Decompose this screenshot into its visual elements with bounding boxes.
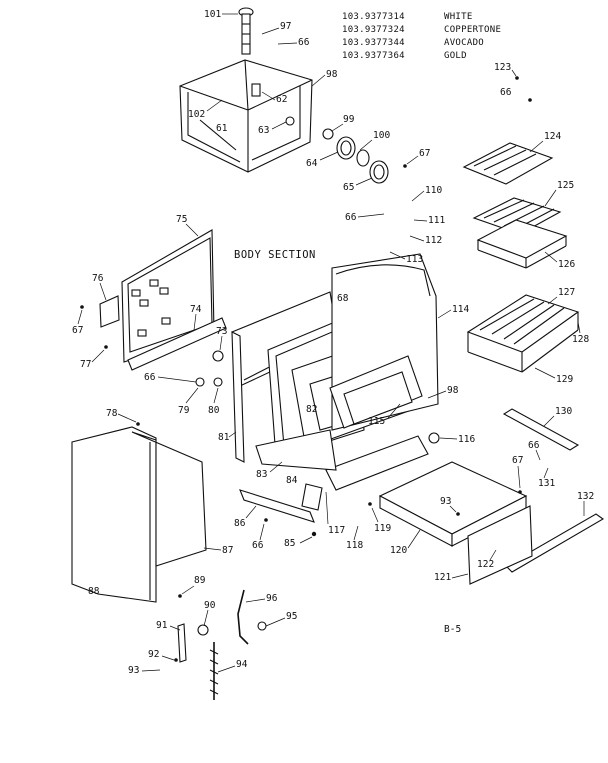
part-label: 131 [538, 478, 555, 489]
part-label: 100 [373, 130, 390, 141]
part-label: 73 [216, 326, 227, 337]
part-label: 87 [222, 545, 233, 556]
part-label: 85 [284, 538, 295, 549]
broiler-parts-drawing [462, 76, 605, 573]
part-label: 116 [458, 434, 475, 445]
part-label: 66 [500, 87, 512, 98]
drawer-drawing [368, 461, 533, 585]
model-number: 103.9377324 [342, 25, 405, 35]
part-label: 82 [306, 404, 317, 415]
part-label: 121 [434, 572, 451, 583]
part-label: 81 [218, 432, 230, 443]
part-label: 66 [345, 212, 357, 223]
part-label: 78 [106, 408, 118, 419]
part-label: 130 [555, 406, 572, 417]
part-label: 62 [276, 94, 287, 105]
part-label: 114 [452, 304, 469, 315]
part-label: 110 [425, 185, 442, 196]
part-label: 65 [343, 182, 354, 193]
cooktop-box-drawing [179, 7, 407, 184]
part-label: 102 [188, 109, 205, 120]
part-label: 119 [374, 523, 391, 534]
part-label: 77 [80, 359, 91, 370]
model-color: WHITE [444, 12, 473, 22]
part-label: 91 [156, 620, 168, 631]
part-label: 129 [556, 374, 573, 385]
part-label: 95 [286, 611, 297, 622]
part-label: 89 [194, 575, 206, 586]
part-label: 99 [343, 114, 355, 125]
part-label: 112 [425, 235, 442, 246]
part-label: 90 [204, 600, 216, 611]
part-label: 96 [266, 593, 278, 604]
part-label: 76 [92, 273, 104, 284]
model-table: 103.9377314 WHITE 103.9377324 COPPERTONE… [342, 12, 501, 61]
part-label: 66 [528, 440, 540, 451]
part-label: 118 [346, 540, 363, 551]
part-label: 68 [337, 293, 349, 304]
model-number: 103.9377364 [342, 51, 405, 61]
part-label: 132 [577, 491, 594, 502]
part-label: 63 [258, 125, 269, 136]
part-label: 117 [328, 525, 345, 536]
part-label: 128 [572, 334, 589, 345]
part-label: 67 [419, 148, 430, 159]
part-label: 124 [544, 131, 561, 142]
part-label: 75 [176, 214, 187, 225]
part-label: 98 [447, 385, 459, 396]
part-label: 92 [148, 649, 159, 660]
model-color: GOLD [444, 51, 467, 61]
page-code: B-5 [444, 624, 461, 635]
part-label: 80 [208, 405, 220, 416]
part-label: 101 [204, 9, 221, 20]
model-number: 103.9377314 [342, 12, 405, 22]
part-label: 126 [558, 259, 575, 270]
part-label: 67 [512, 455, 523, 466]
part-label: 122 [477, 559, 494, 570]
part-label: 93 [440, 496, 451, 507]
part-label: 115 [368, 416, 385, 427]
part-label: 74 [190, 304, 202, 315]
model-number: 103.9377344 [342, 38, 405, 48]
part-label: 94 [236, 659, 248, 670]
part-label: 64 [306, 158, 318, 169]
section-title: BODY SECTION [234, 249, 316, 261]
part-label: 123 [494, 62, 511, 73]
part-label: 84 [286, 475, 298, 486]
model-color: COPPERTONE [444, 25, 501, 35]
part-label: 113 [406, 254, 423, 265]
hinge-parts-drawing [174, 589, 267, 700]
part-label: 120 [390, 545, 407, 556]
part-labels: 101 97 66 98 62 102 61 63 99 100 64 65 6… [72, 9, 594, 676]
part-label: 66 [298, 37, 310, 48]
part-label: 93 [128, 665, 139, 676]
side-panels-drawing [71, 229, 227, 603]
part-label: 111 [428, 215, 445, 226]
part-label: 127 [558, 287, 575, 298]
body-frame-drawing [195, 253, 440, 537]
part-label: 61 [216, 123, 228, 134]
part-label: 67 [72, 325, 83, 336]
part-label: 97 [280, 21, 291, 32]
part-label: 66 [144, 372, 156, 383]
part-label: 79 [178, 405, 190, 416]
part-label: 86 [234, 518, 246, 529]
part-label: 83 [256, 469, 267, 480]
model-color: AVOCADO [444, 38, 484, 48]
part-label: 125 [557, 180, 574, 191]
part-label: 66 [252, 540, 264, 551]
part-label: 88 [88, 586, 100, 597]
part-label: 98 [326, 69, 338, 80]
